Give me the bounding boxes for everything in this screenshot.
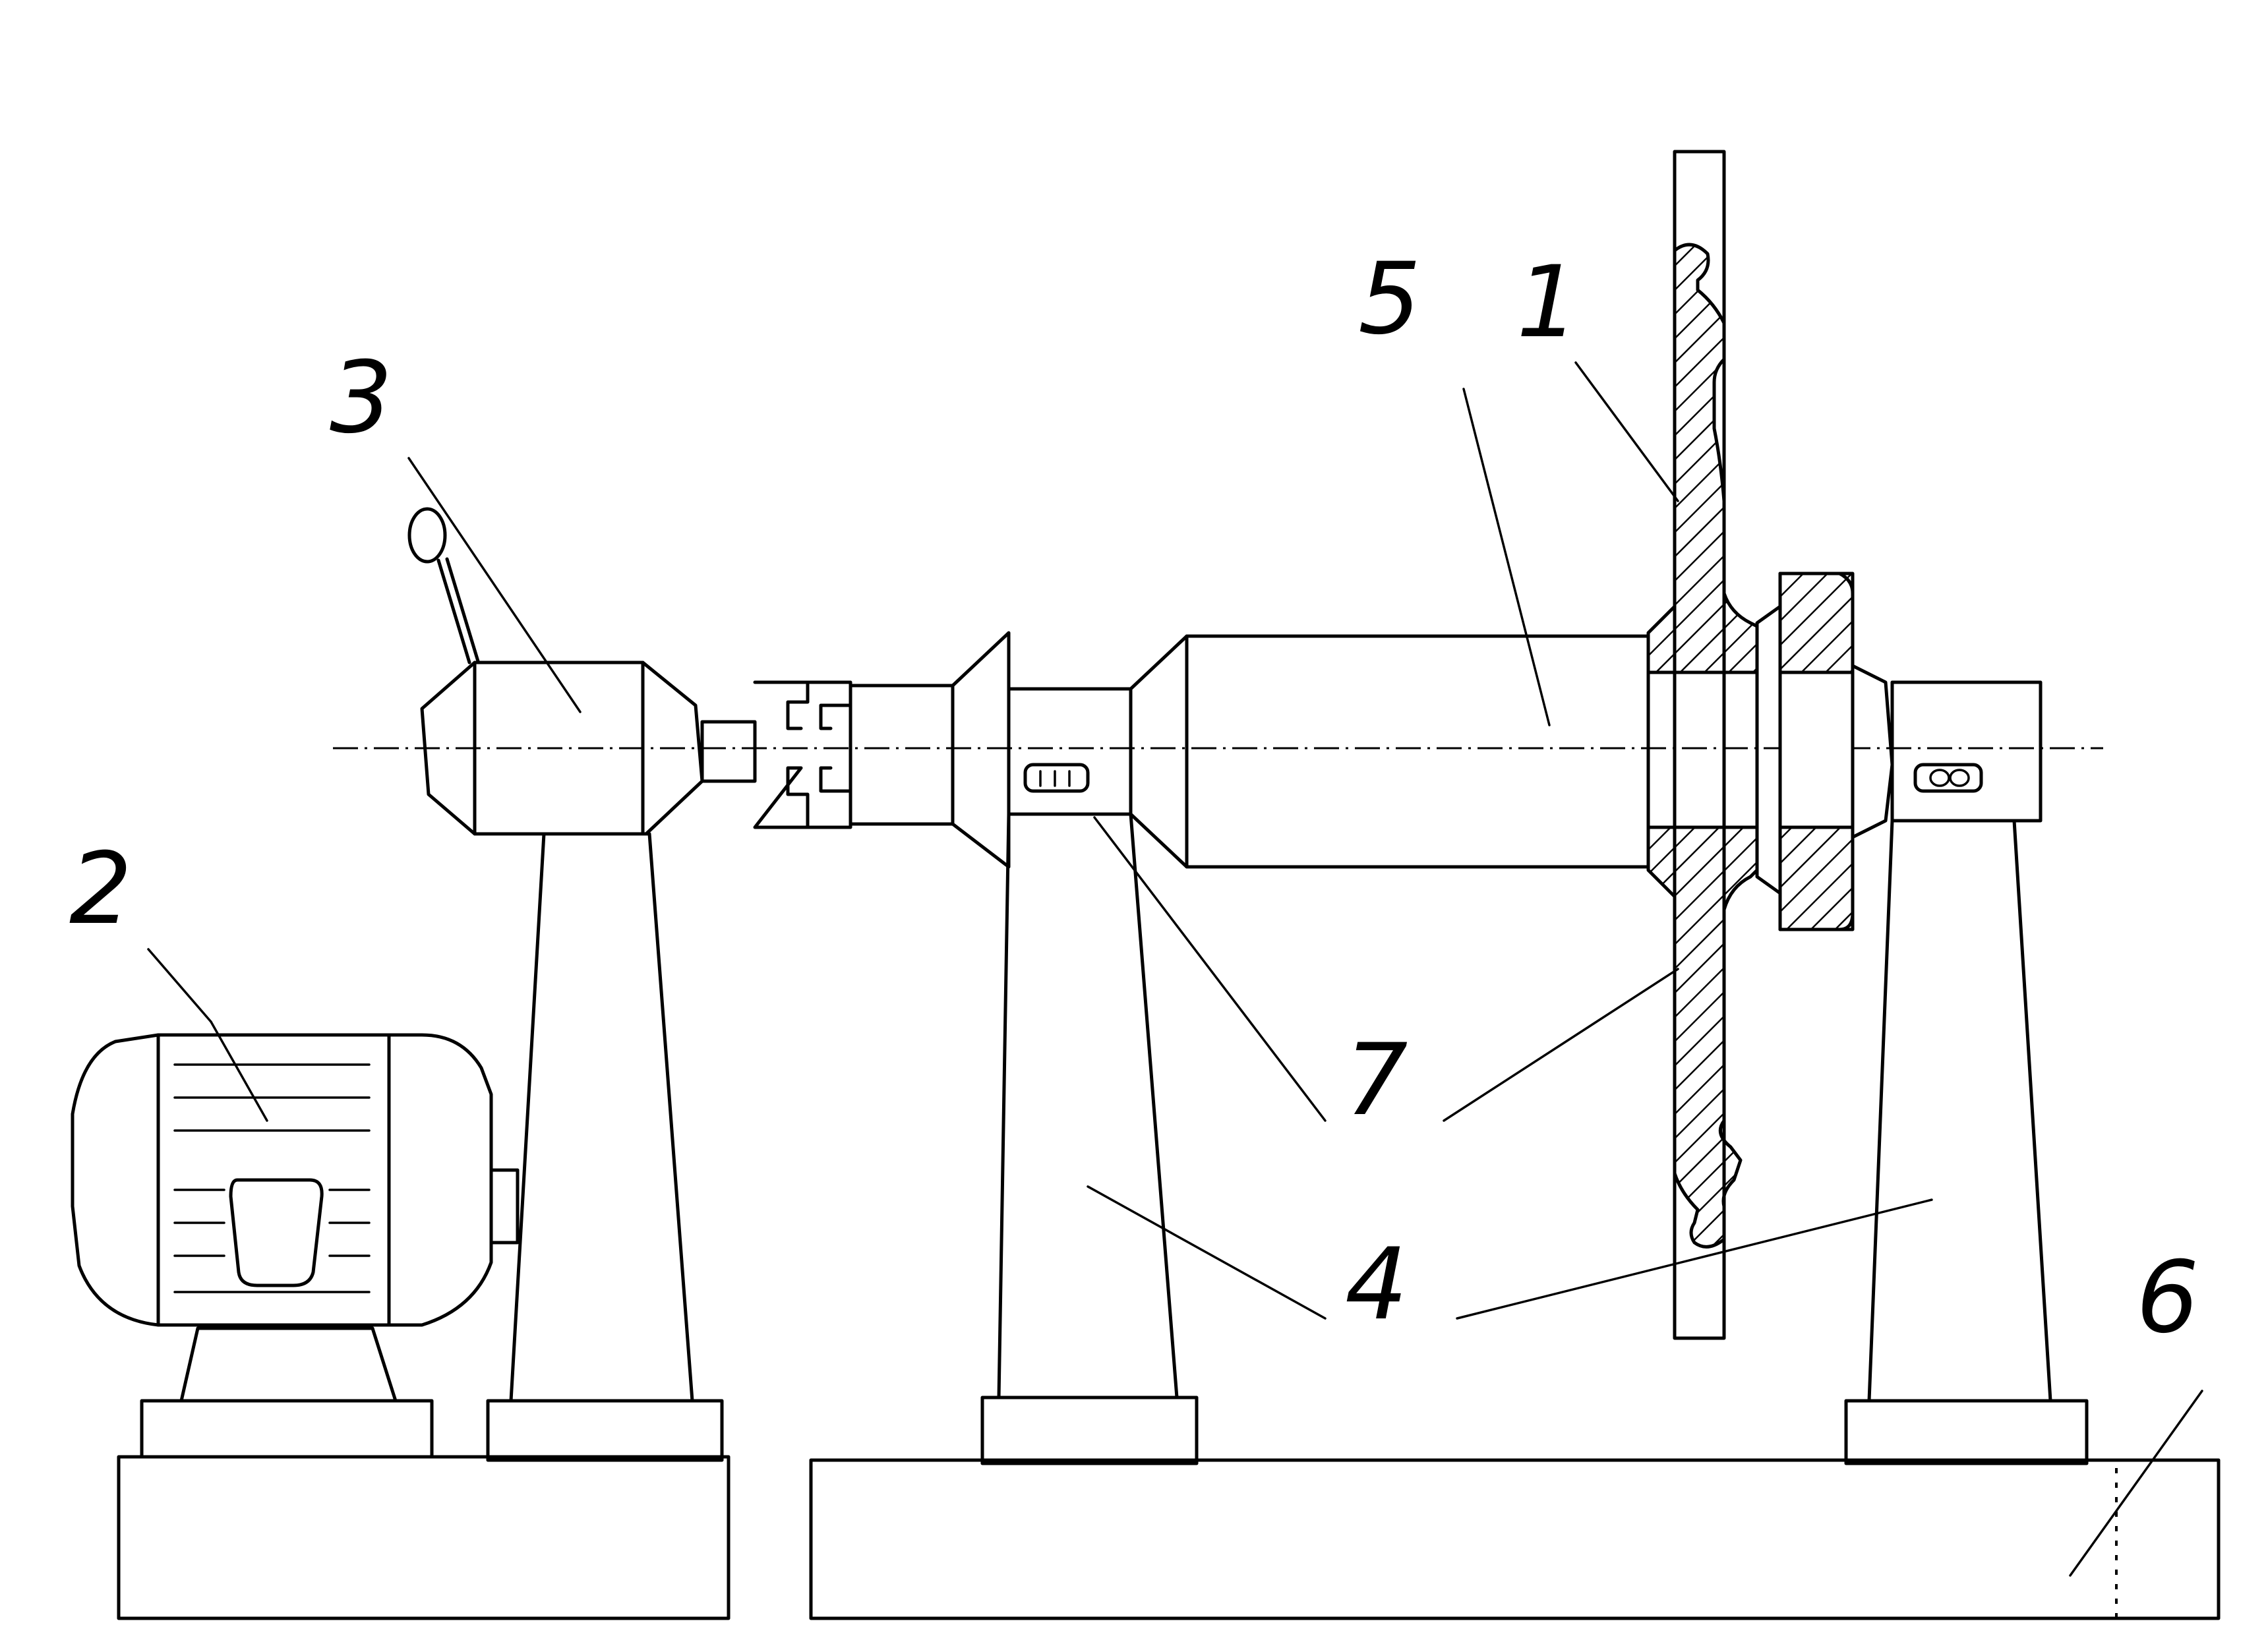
mandrel-shaft [1129, 634, 1650, 869]
leader-lines [147, 361, 2203, 1577]
label-gearbox: 3 [330, 341, 392, 456]
middle-support [980, 812, 1199, 1465]
gearbox [420, 661, 704, 836]
left-base-plate [117, 1455, 731, 1620]
gearbox-lever [407, 507, 480, 664]
middle-bearing [1007, 687, 1133, 816]
right-base-plate [809, 1458, 2221, 1620]
electric-motor [71, 1033, 520, 1327]
label-fastening: 7 [1345, 1023, 1408, 1138]
output-shaft-stub [700, 720, 757, 783]
clamping-nut [1778, 572, 1894, 931]
motor-pedestal [140, 1326, 434, 1459]
abrasive-wheel [1646, 150, 1759, 1340]
right-support [1844, 680, 2089, 1465]
label-wheel: 1 [1516, 245, 1579, 360]
gearbox-pedestal [486, 832, 724, 1462]
right-bearing [1913, 763, 1983, 793]
label-supports: 4 [1345, 1227, 1408, 1342]
label-shaft: 5 [1358, 242, 1421, 357]
coupling [753, 631, 1011, 869]
label-bed: 6 [2136, 1241, 2199, 1355]
callout-labels: 1 2 3 4 5 6 7 [69, 242, 2199, 1355]
label-motor: 2 [69, 832, 132, 947]
